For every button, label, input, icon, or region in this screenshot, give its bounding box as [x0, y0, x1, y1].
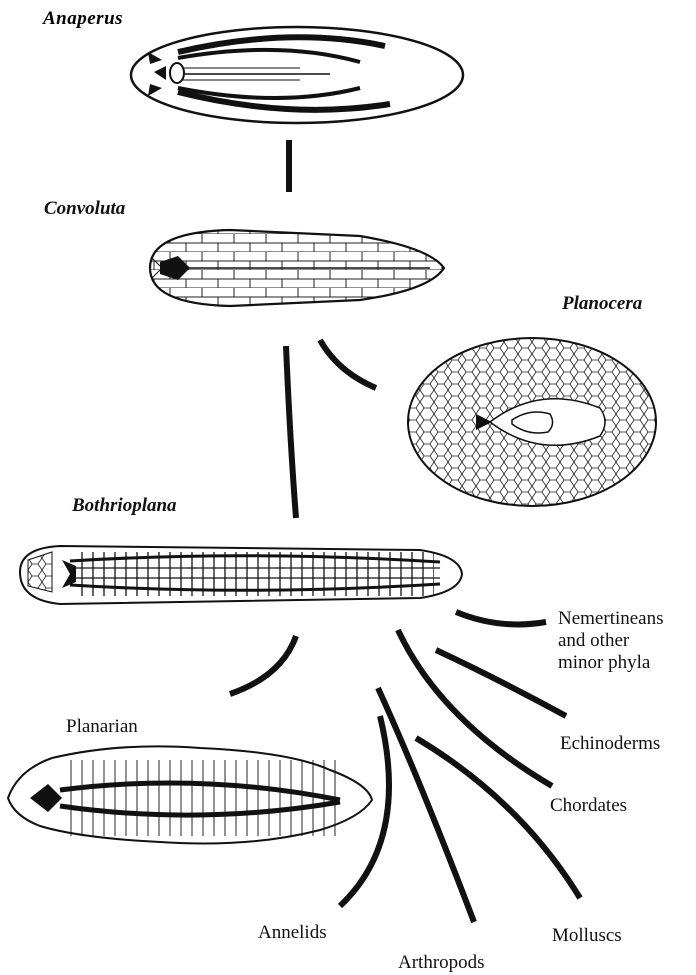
branch-line	[230, 636, 296, 694]
anaperus-drawing	[131, 27, 463, 123]
bothrioplana-drawing	[20, 546, 462, 604]
planarian-drawing	[8, 746, 372, 843]
label-bothrioplana: Bothrioplana	[71, 495, 177, 516]
label-planocera: Planocera	[561, 293, 643, 314]
label-arthropods: Arthropods	[398, 952, 485, 973]
branch-line	[416, 738, 580, 898]
label-convoluta: Convoluta	[44, 198, 126, 219]
branch-line	[456, 612, 546, 624]
branch-line	[286, 346, 296, 518]
label-chordates: Chordates	[550, 795, 627, 816]
label-annelids: Annelids	[258, 922, 327, 943]
branch-line	[398, 630, 552, 786]
branch-line	[320, 340, 376, 388]
planocera-drawing	[408, 338, 656, 506]
label-molluscs: Molluscs	[552, 925, 622, 946]
label-nemertineans-line3: minor phyla	[558, 652, 651, 673]
label-anaperus: Anaperus	[42, 8, 123, 29]
branch-line	[436, 650, 566, 716]
label-nemertineans: Nemertineans and other minor phyla	[558, 608, 664, 673]
label-echinoderms: Echinoderms	[560, 733, 660, 754]
label-planarian: Planarian	[66, 716, 138, 737]
convoluta-drawing	[150, 230, 444, 306]
label-nemertineans-line2: and other	[558, 630, 630, 651]
label-nemertineans-line1: Nemertineans	[558, 608, 664, 629]
branch-line	[378, 688, 474, 922]
